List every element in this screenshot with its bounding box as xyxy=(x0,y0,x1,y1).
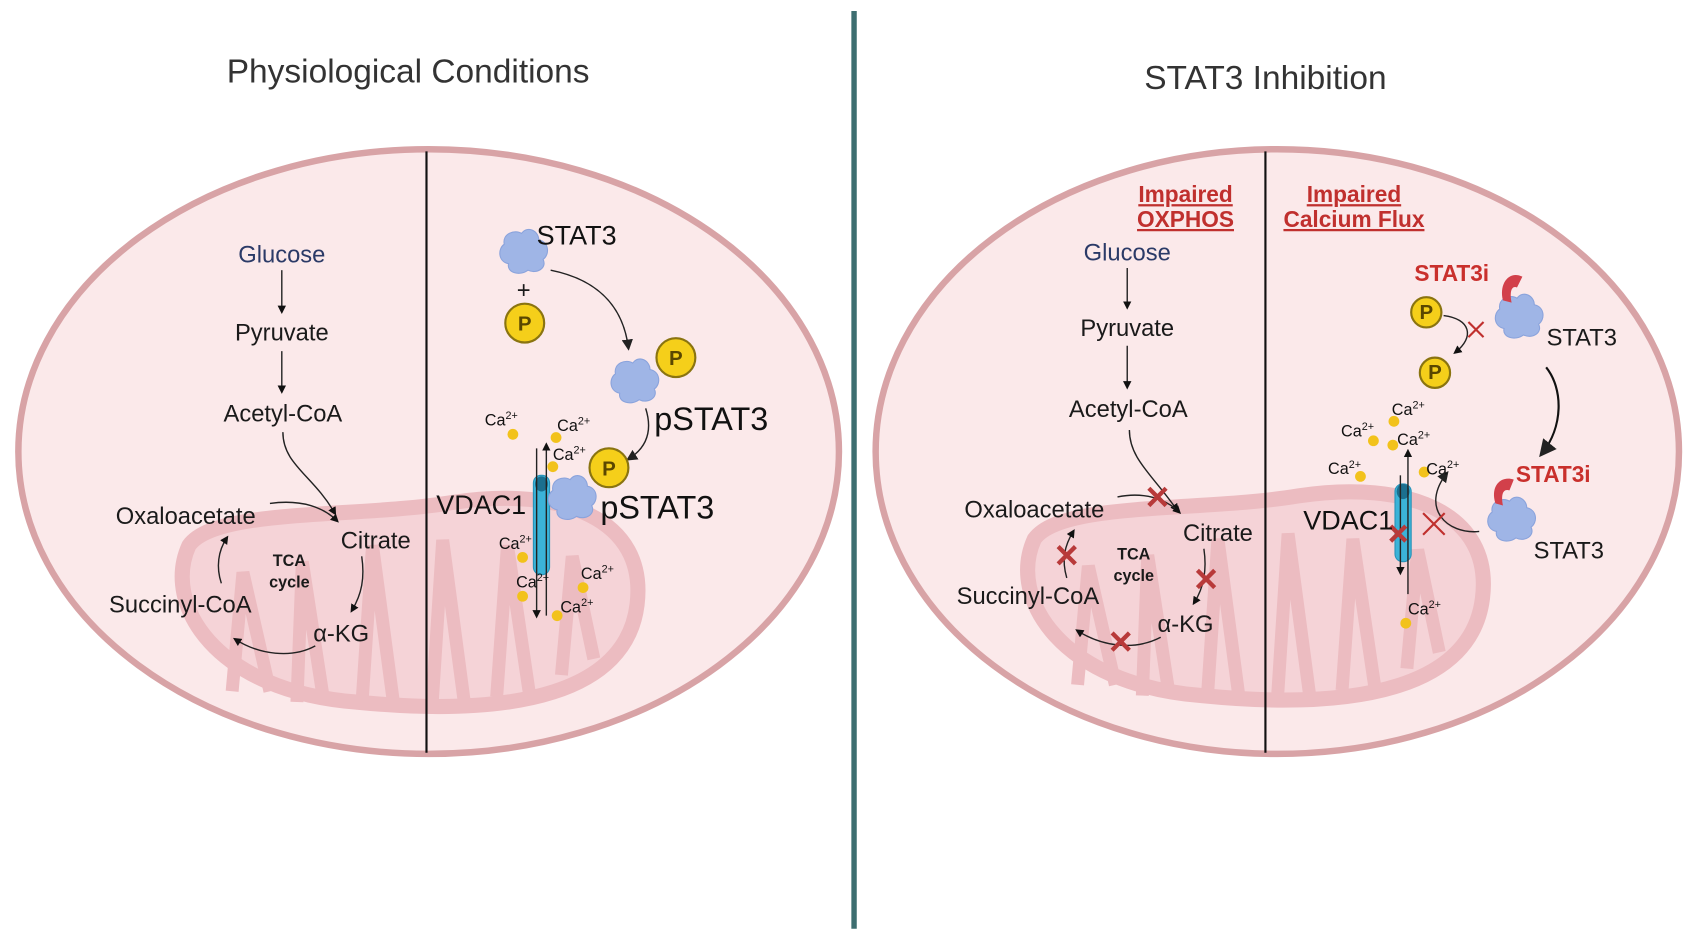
svg-text:P: P xyxy=(602,457,616,480)
akg-label: α-KG xyxy=(313,621,369,648)
svg-text:Ca2+: Ca2+ xyxy=(516,572,549,591)
stat3i-inhibitor-icon xyxy=(1493,478,1514,506)
stat3-label-2: STAT3 xyxy=(1534,537,1604,564)
phosphate-icon: P xyxy=(655,337,697,379)
phosphate-icon: P xyxy=(1418,356,1452,389)
tca-label: TCA xyxy=(273,552,307,570)
left-title: Physiological Conditions xyxy=(227,53,590,90)
svg-text:P: P xyxy=(1428,361,1442,384)
phosphate-icon: P xyxy=(588,447,630,489)
svg-text:Ca2+: Ca2+ xyxy=(485,410,518,429)
pstat3-label: pSTAT3 xyxy=(654,401,768,437)
pyruvate-label: Pyruvate xyxy=(1080,315,1174,342)
acetyl-coa-label: Acetyl-CoA xyxy=(223,400,342,427)
svg-text:Ca2+: Ca2+ xyxy=(499,533,532,552)
svg-text:Ca2+: Ca2+ xyxy=(1397,430,1430,449)
pstat3-bound-label: pSTAT3 xyxy=(600,490,714,526)
citrate-label: Citrate xyxy=(341,528,411,555)
impaired-calcium-label-2: Calcium Flux xyxy=(1283,206,1424,232)
oxaloacetate-label: Oxaloacetate xyxy=(964,496,1104,523)
tca-label: TCA xyxy=(1117,546,1151,564)
impaired-oxphos-label-2: OXPHOS xyxy=(1137,206,1234,232)
stat3i-inhibitor-icon xyxy=(1502,274,1523,303)
stat3-label: STAT3 xyxy=(1547,325,1617,352)
svg-text:Ca2+: Ca2+ xyxy=(560,597,593,616)
svg-text:P: P xyxy=(518,313,532,336)
svg-text:Ca2+: Ca2+ xyxy=(557,416,590,435)
stat3-label: STAT3 xyxy=(537,220,617,250)
glucose-label: Glucose xyxy=(1084,239,1171,266)
tca-cycle-label: cycle xyxy=(1113,567,1154,585)
svg-text:Ca2+: Ca2+ xyxy=(1426,459,1459,478)
calcium-ions: Ca2+ Ca2+ Ca2+ Ca2+ Ca2+ Ca2+ xyxy=(1328,399,1459,629)
acetyl-coa-label: Acetyl-CoA xyxy=(1069,396,1188,423)
pyruvate-label: Pyruvate xyxy=(235,319,329,346)
svg-text:P: P xyxy=(1419,301,1433,324)
impaired-oxphos-label: Impaired xyxy=(1138,181,1232,207)
svg-text:P: P xyxy=(669,347,683,370)
oxaloacetate-label: Oxaloacetate xyxy=(116,503,256,530)
right-title: STAT3 Inhibition xyxy=(1144,60,1386,97)
stat3i-label: STAT3i xyxy=(1414,260,1489,286)
svg-text:Ca2+: Ca2+ xyxy=(581,563,614,582)
x-icon xyxy=(1467,321,1485,338)
akg-label: α-KG xyxy=(1158,611,1214,638)
x-icon xyxy=(1389,524,1408,543)
succinyl-coa-label: Succinyl-CoA xyxy=(957,583,1100,610)
vdac1-label: VDAC1 xyxy=(436,490,526,520)
svg-text:Ca2+: Ca2+ xyxy=(1392,399,1425,418)
citrate-label: Citrate xyxy=(1183,520,1253,547)
stat3i-label-2: STAT3i xyxy=(1516,461,1591,487)
svg-text:Ca2+: Ca2+ xyxy=(1408,599,1441,618)
plus-label: + xyxy=(517,277,531,304)
svg-text:Ca2+: Ca2+ xyxy=(1328,459,1361,478)
impaired-calcium-label: Impaired xyxy=(1307,181,1401,207)
vdac1-label: VDAC1 xyxy=(1303,505,1393,535)
inhibition-x-marks xyxy=(1056,486,1217,652)
succinyl-coa-label: Succinyl-CoA xyxy=(109,591,252,618)
vdac1-channel-icon xyxy=(532,474,551,576)
glucose-label: Glucose xyxy=(238,242,325,269)
tca-cycle-label: cycle xyxy=(269,574,310,592)
phosphate-icon: P xyxy=(504,302,546,344)
x-icon xyxy=(1422,512,1446,536)
svg-text:Ca2+: Ca2+ xyxy=(553,445,586,464)
phosphate-icon: P xyxy=(1410,296,1443,329)
calcium-ions: Ca2+ Ca2+ Ca2+ Ca2+ Ca2+ Ca2+ Ca2+ xyxy=(485,410,614,622)
svg-text:Ca2+: Ca2+ xyxy=(1341,421,1374,440)
